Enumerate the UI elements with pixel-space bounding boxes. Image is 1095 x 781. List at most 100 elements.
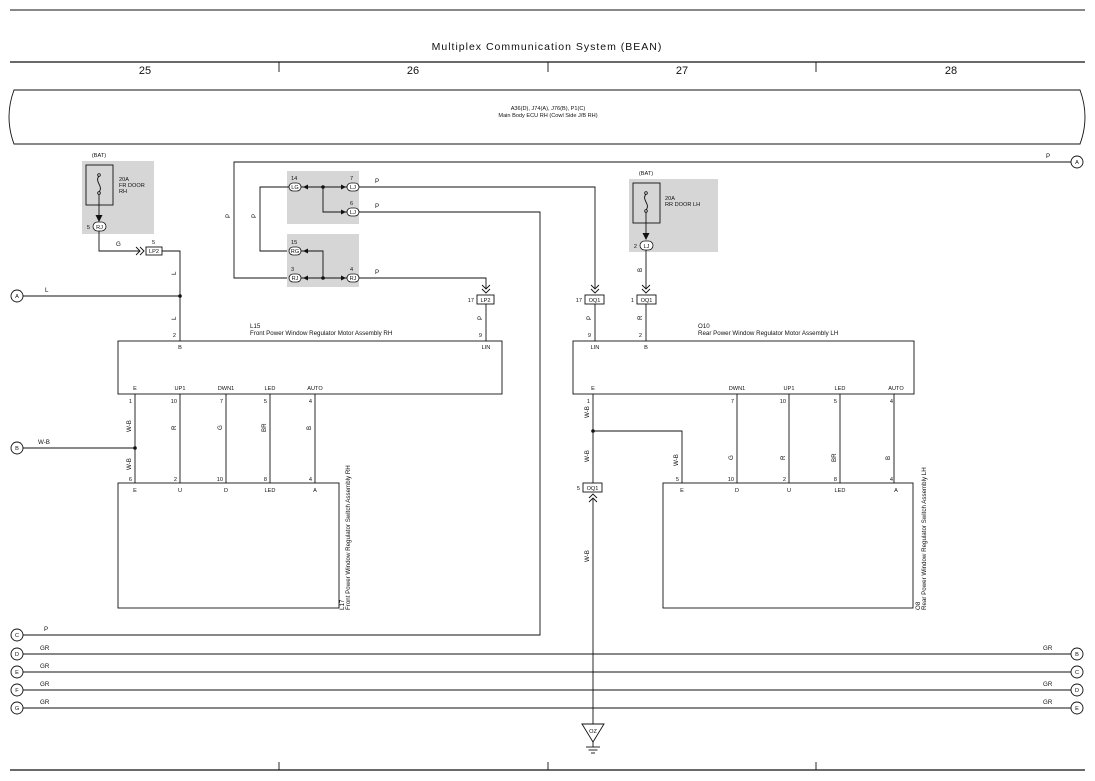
ecu-connectors: A36(D), J74(A), J76(B), P1(C) [511, 106, 586, 112]
pin-label: AUTO [888, 386, 904, 392]
pin-number: 5 [264, 399, 267, 405]
wire-color: G [217, 425, 224, 430]
pin-number: 9 [479, 333, 482, 339]
pin-number: 10 [171, 399, 177, 405]
pin-label: UP1 [175, 386, 186, 392]
pin-label: DWN1 [218, 386, 234, 392]
ref-b-right [1070, 647, 1084, 661]
pin-number: 5 [834, 399, 837, 405]
arrow-icon [341, 209, 346, 215]
connector-label: RJ [96, 225, 103, 231]
pin-number: 6 [129, 477, 132, 483]
pin-number: 7 [350, 176, 353, 182]
wire-color: W-B [584, 550, 591, 562]
fuse-fr-name: FR DOOR [119, 183, 145, 189]
ref-label: C [1075, 670, 1079, 676]
wire-color: G [728, 455, 735, 460]
wire-p [359, 277, 487, 289]
pin-number: 10 [780, 399, 786, 405]
fuse-rr-outline [632, 182, 661, 224]
fuse-fr-outline [85, 164, 114, 206]
ref-label: B [15, 446, 19, 452]
pin-label: A [894, 488, 898, 494]
wire-color: BR [831, 453, 838, 462]
wire-color: B [637, 268, 644, 272]
ref-label: E [1075, 706, 1079, 712]
ref-label: D [15, 652, 19, 658]
ecu-name: Main Body ECU RH (Cowl Side J/B RH) [498, 113, 597, 119]
pin-label: AUTO [307, 386, 323, 392]
ref-label: G [15, 706, 19, 712]
ref-c-right [1070, 665, 1084, 679]
wire-p [359, 186, 596, 288]
pin-label: D [735, 488, 739, 494]
ref-d-right [1070, 683, 1084, 697]
fuse-fr-amp: 20A [119, 177, 129, 183]
arrow-icon [642, 233, 650, 240]
pin-number: 10 [217, 477, 223, 483]
pin-number: 9 [588, 333, 591, 339]
pin-label: E [133, 488, 137, 494]
wire-color: P [1046, 153, 1050, 160]
connector-oq1 [584, 294, 605, 305]
wire-color: B [306, 426, 313, 430]
double-arrow-icon [641, 284, 651, 294]
wire-color: P [375, 203, 379, 210]
fuse-terminal [97, 173, 101, 177]
fuse-terminal [644, 209, 648, 213]
double-arrow-icon [135, 246, 145, 256]
column-number: 26 [407, 65, 419, 77]
l17-switch-assembly [117, 482, 340, 609]
pin-number: 15 [291, 240, 297, 246]
wire-color: L [45, 287, 49, 294]
pin-label: UP1 [784, 386, 795, 392]
ref-label: C [15, 633, 19, 639]
pin-number: 1 [587, 399, 590, 405]
pin-number: 2 [173, 333, 176, 339]
arrow-icon [341, 275, 346, 281]
fuse-fr-bat: (BAT) [92, 153, 106, 159]
pin-number: 10 [728, 477, 734, 483]
wire-color: L [171, 271, 178, 275]
connector-rj [92, 221, 107, 232]
l15-name: Front Power Window Regulator Motor Assem… [250, 330, 392, 337]
arrow-icon [303, 184, 308, 190]
wire-color: R [637, 315, 644, 320]
wire-color: P [586, 316, 593, 320]
wire-color: L [171, 316, 178, 320]
ecu-block [8, 89, 1086, 145]
fuse-fr-door-panel [82, 161, 154, 234]
pin-label: LED [265, 386, 276, 392]
double-arrow-icon [590, 284, 600, 294]
arrow-icon [303, 275, 308, 281]
connector-label: RJ [292, 276, 299, 282]
pin-label: D [224, 488, 228, 494]
wire-p [259, 186, 289, 252]
fuse-rr-amp: 20A [665, 196, 675, 202]
column-number: 25 [139, 65, 151, 77]
pin-number: 4 [309, 399, 312, 405]
connector-lp2 [476, 294, 495, 305]
pin-label: E [680, 488, 684, 494]
o8-switch-assembly [662, 482, 914, 609]
wire-color: P [375, 178, 379, 185]
pin-label: B [644, 345, 648, 351]
wire-g [98, 231, 140, 252]
wire-color: W-B [584, 406, 591, 418]
pin-number: 17 [576, 298, 582, 304]
pin-number: 4 [309, 477, 312, 483]
ref-e-right [1070, 701, 1084, 715]
wire-color: W-B [126, 458, 133, 470]
wire-color: P [44, 626, 48, 633]
connector-label: OQ1 [641, 298, 653, 304]
wire-color: GR [40, 681, 50, 688]
pin-number: 7 [731, 399, 734, 405]
fuse-fr-name-2: RH [119, 189, 127, 195]
pin-label: E [133, 386, 137, 392]
wire-color: R [171, 425, 178, 430]
connector-label: LP2 [149, 249, 159, 255]
ref-label: B [1075, 652, 1079, 658]
pin-label: E [591, 386, 595, 392]
